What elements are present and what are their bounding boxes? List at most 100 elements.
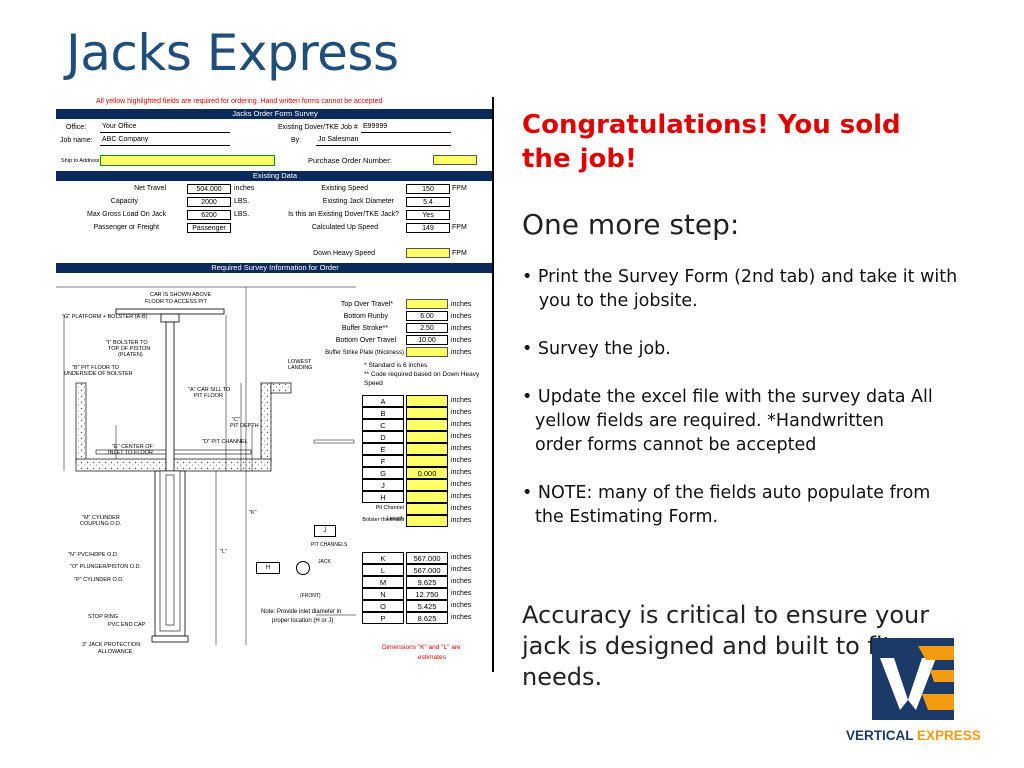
diag-stop-ring: STOP RING	[88, 614, 119, 620]
letter-row-label: B	[362, 407, 404, 419]
diag-c: "C"	[232, 417, 240, 423]
calc-row-label: K	[362, 552, 404, 564]
calc-row-value: 8.625	[406, 612, 448, 624]
top-over-travel-field	[406, 299, 448, 309]
diag-g-platform: "G" PLATFORM + BOLSTER (A-B)	[62, 314, 148, 320]
logo-express: EXPRESS	[917, 728, 981, 743]
diag-jack-prot: 3" JACK PROTECTION	[82, 642, 141, 648]
bottom-over-travel-label: Bottom Over Travel	[335, 337, 396, 344]
shipto-label: Ship to Address	[61, 158, 100, 164]
net-travel-unit: inches	[234, 185, 255, 192]
diag-l: "L"	[220, 549, 227, 555]
letter-row-unit: inches	[451, 457, 472, 464]
vertical-express-wordmark: VERTICAL EXPRESS	[846, 728, 981, 743]
calc-row-value: 567.000	[406, 552, 448, 564]
letter-row-label: D	[362, 431, 404, 443]
diag-p-cyl: "P" CYLINDER O.D.	[74, 577, 124, 583]
existing-jack-label: Is this an Existing Dover/TKE Jack?	[288, 211, 399, 218]
letter-row-unit: inches	[451, 421, 472, 428]
note-speed: Speed	[364, 380, 383, 387]
letter-row-value	[406, 443, 448, 455]
top-over-travel-unit: inches	[451, 301, 472, 308]
existing-speed-label: Existing Speed	[321, 185, 368, 192]
diag-a-car: "A" CAR SILL TO	[188, 387, 231, 393]
diag-j-box: J	[314, 525, 336, 537]
buffer-strike-field	[406, 347, 448, 357]
calc-row-unit: inches	[451, 554, 472, 561]
capacity-label: Capacity	[110, 198, 138, 205]
bottom-over-travel-unit: inches	[451, 337, 472, 344]
buffer-strike-unit: inches	[451, 349, 472, 356]
down-heavy-label: Down Heavy Speed	[313, 250, 375, 257]
diag-i-bolster: "I" BOLSTER TO	[106, 340, 148, 346]
letter-row-value	[406, 431, 448, 443]
bullet-note-line2: the Estimating Form.	[535, 507, 719, 527]
form-header-band: Jacks Order Form Survey	[56, 109, 492, 119]
letter-row-unit: inches	[451, 397, 472, 404]
shipto-field	[100, 155, 275, 166]
diag-allowance: ALLOWANCE	[98, 649, 133, 655]
instruction-bullets: • Print the Survey Form (2nd tab) and ta…	[522, 265, 962, 553]
jobname-value: ABC Company	[102, 136, 149, 143]
letter-row-label: E	[362, 443, 404, 455]
letter-row-label: J	[362, 479, 404, 491]
by-value: Jo Salesman	[318, 136, 359, 143]
letter-row-label: H	[362, 491, 404, 503]
one-more-step-heading: One more step:	[522, 208, 740, 241]
letter-row-unit: inches	[451, 517, 472, 524]
bullet-print: • Print the Survey Form (2nd tab) and ta…	[522, 265, 962, 313]
calc-row-label: L	[362, 564, 404, 576]
buffer-stroke-label: Buffer Stroke**	[341, 325, 388, 332]
diag-note1: Note: Provide inlet diameter in	[261, 609, 342, 615]
po-label: Purchase Order Number:	[308, 156, 392, 165]
jack-diameter-label: Existing Jack Diameter	[322, 198, 394, 205]
calc-row-label: M	[362, 576, 404, 588]
calc-row-value: 567.000	[406, 564, 448, 576]
letter-row-value	[406, 503, 448, 515]
diag-landing: LANDING	[288, 365, 313, 371]
diag-dims2: estimates	[418, 654, 446, 661]
bottom-runby-value: 6.00	[406, 311, 448, 321]
order-form-image: All yellow highlighted fields are requir…	[56, 97, 494, 672]
bullet-update-line1: • Update the excel file with the survey …	[522, 387, 933, 407]
net-travel-value: 504.000	[187, 184, 231, 194]
net-travel-label: Net Travel	[134, 185, 166, 192]
elevator-pit-diagram	[56, 286, 356, 645]
letter-row-value	[406, 407, 448, 419]
max-gross-label: Max Gross Load On Jack	[87, 211, 166, 218]
diag-i-bolster2: TOP OF PISTON	[108, 346, 151, 352]
letter-row-value	[406, 419, 448, 431]
bullet-note: • NOTE: many of the fields auto populate…	[522, 481, 962, 529]
bottom-runby-label: Bottom Runby	[343, 313, 388, 320]
bullet-print-line1: • Print the Survey Form (2nd tab) and ta…	[522, 267, 958, 287]
calc-up-speed-value: 149	[406, 223, 450, 233]
bottom-runby-unit: inches	[451, 313, 472, 320]
letter-row-value	[406, 515, 448, 527]
calc-row-value: 5.425	[406, 600, 448, 612]
letter-row-unit: inches	[451, 409, 472, 416]
passenger-freight-label: Passenger or Freight	[93, 224, 159, 231]
letter-row-unit: inches	[451, 505, 472, 512]
buffer-stroke-value: 2.50	[406, 323, 448, 333]
diag-b-pit2: UNDERSIDE OF BOLSTER	[64, 371, 133, 377]
buffer-stroke-unit: inches	[451, 325, 472, 332]
bullet-note-line1: • NOTE: many of the fields auto populate…	[522, 483, 931, 503]
letter-row-unit: inches	[451, 445, 472, 452]
letter-row-value	[406, 455, 448, 467]
diag-k: "K"	[249, 510, 257, 516]
note-code: ** Code required based on Down Heavy	[364, 371, 480, 378]
diag-note2: proper location (H or J)	[272, 618, 334, 624]
diag-dims1: Dimensions "K" and "L" are	[382, 644, 461, 651]
calc-row-label: N	[362, 588, 404, 600]
bottom-over-travel-value: 10.00	[406, 335, 448, 345]
letter-row-label: G	[362, 467, 404, 479]
existing-speed-value: 150	[406, 184, 450, 194]
letter-row-value	[406, 491, 448, 503]
office-label: Office:	[66, 124, 87, 131]
congratulations-text: Congratulations! You sold the job!	[522, 110, 901, 174]
bullet-survey-line1: • Survey the job.	[522, 339, 671, 359]
letter-row-label: A	[362, 395, 404, 407]
diag-e-center2: INLET TO FLOOR	[108, 450, 153, 456]
jack-circle-icon	[296, 561, 310, 575]
calc-row-unit: inches	[451, 578, 472, 585]
